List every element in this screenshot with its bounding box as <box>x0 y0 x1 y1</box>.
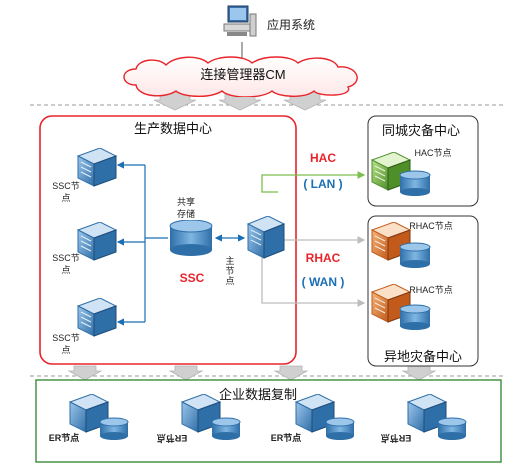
rhac-disk-icon-1 <box>399 242 431 268</box>
rhac-label: RHAC <box>305 251 341 265</box>
ssc-links <box>116 161 246 326</box>
production-center-title: 生产数据中心 <box>134 121 213 136</box>
rhac-links <box>261 236 366 307</box>
cm-cloud <box>123 56 358 97</box>
shared-storage-disk-icon <box>169 220 213 256</box>
er-node-label-3: ER节点 <box>270 433 302 443</box>
shared-storage-label: 共享存储 <box>176 197 195 219</box>
remote-center-border <box>367 215 479 367</box>
rhac-network-label: ( WAN ) <box>301 275 345 289</box>
hac-node-label: HAC节点 <box>414 148 452 158</box>
cm-cloud-label: 连接管理器CM <box>200 67 286 82</box>
rhac-node-label-1: RHAC节点 <box>409 221 453 231</box>
replication-title: 企业数据复制 <box>219 387 298 402</box>
ssc-node-label-2: SSC节点 <box>52 253 80 275</box>
ssc-server-3 <box>72 297 118 343</box>
rhac-node-server-1 <box>366 221 412 267</box>
hac-network-label: ( LAN ) <box>303 177 343 191</box>
ssc-node-label-3: SSC节点 <box>52 333 80 355</box>
ssc-node-label-1: SSC节点 <box>52 181 80 203</box>
er-node-1 <box>64 393 134 447</box>
same-city-title: 同城灾备中心 <box>382 123 461 138</box>
hac-label: HAC <box>310 151 336 165</box>
remote-center-title: 异地灾备中心 <box>384 349 463 364</box>
er-node-label-2: ER节点 <box>156 433 188 443</box>
er-node-2 <box>176 393 246 447</box>
rhac-disk-icon-2 <box>399 304 431 330</box>
same-city-border <box>367 115 479 207</box>
er-node-3 <box>290 393 360 447</box>
master-node-server <box>244 215 286 265</box>
app-system-label: 应用系统 <box>267 18 316 32</box>
hac-link <box>261 171 366 193</box>
er-node-label-1: ER节点 <box>48 433 80 443</box>
rhac-node-label-2: RHAC节点 <box>409 285 453 295</box>
ssc-label: SSC <box>179 271 205 285</box>
er-node-label-4: ER节点 <box>380 433 412 443</box>
replication-border <box>35 379 502 463</box>
master-node-label: 主节点 <box>225 256 235 286</box>
hac-disk-icon <box>399 170 431 196</box>
ssc-server-1 <box>72 147 118 193</box>
ssc-server-2 <box>72 221 118 267</box>
er-node-4 <box>402 393 472 447</box>
computer-icon <box>223 5 257 37</box>
replication-arrows <box>67 365 437 381</box>
